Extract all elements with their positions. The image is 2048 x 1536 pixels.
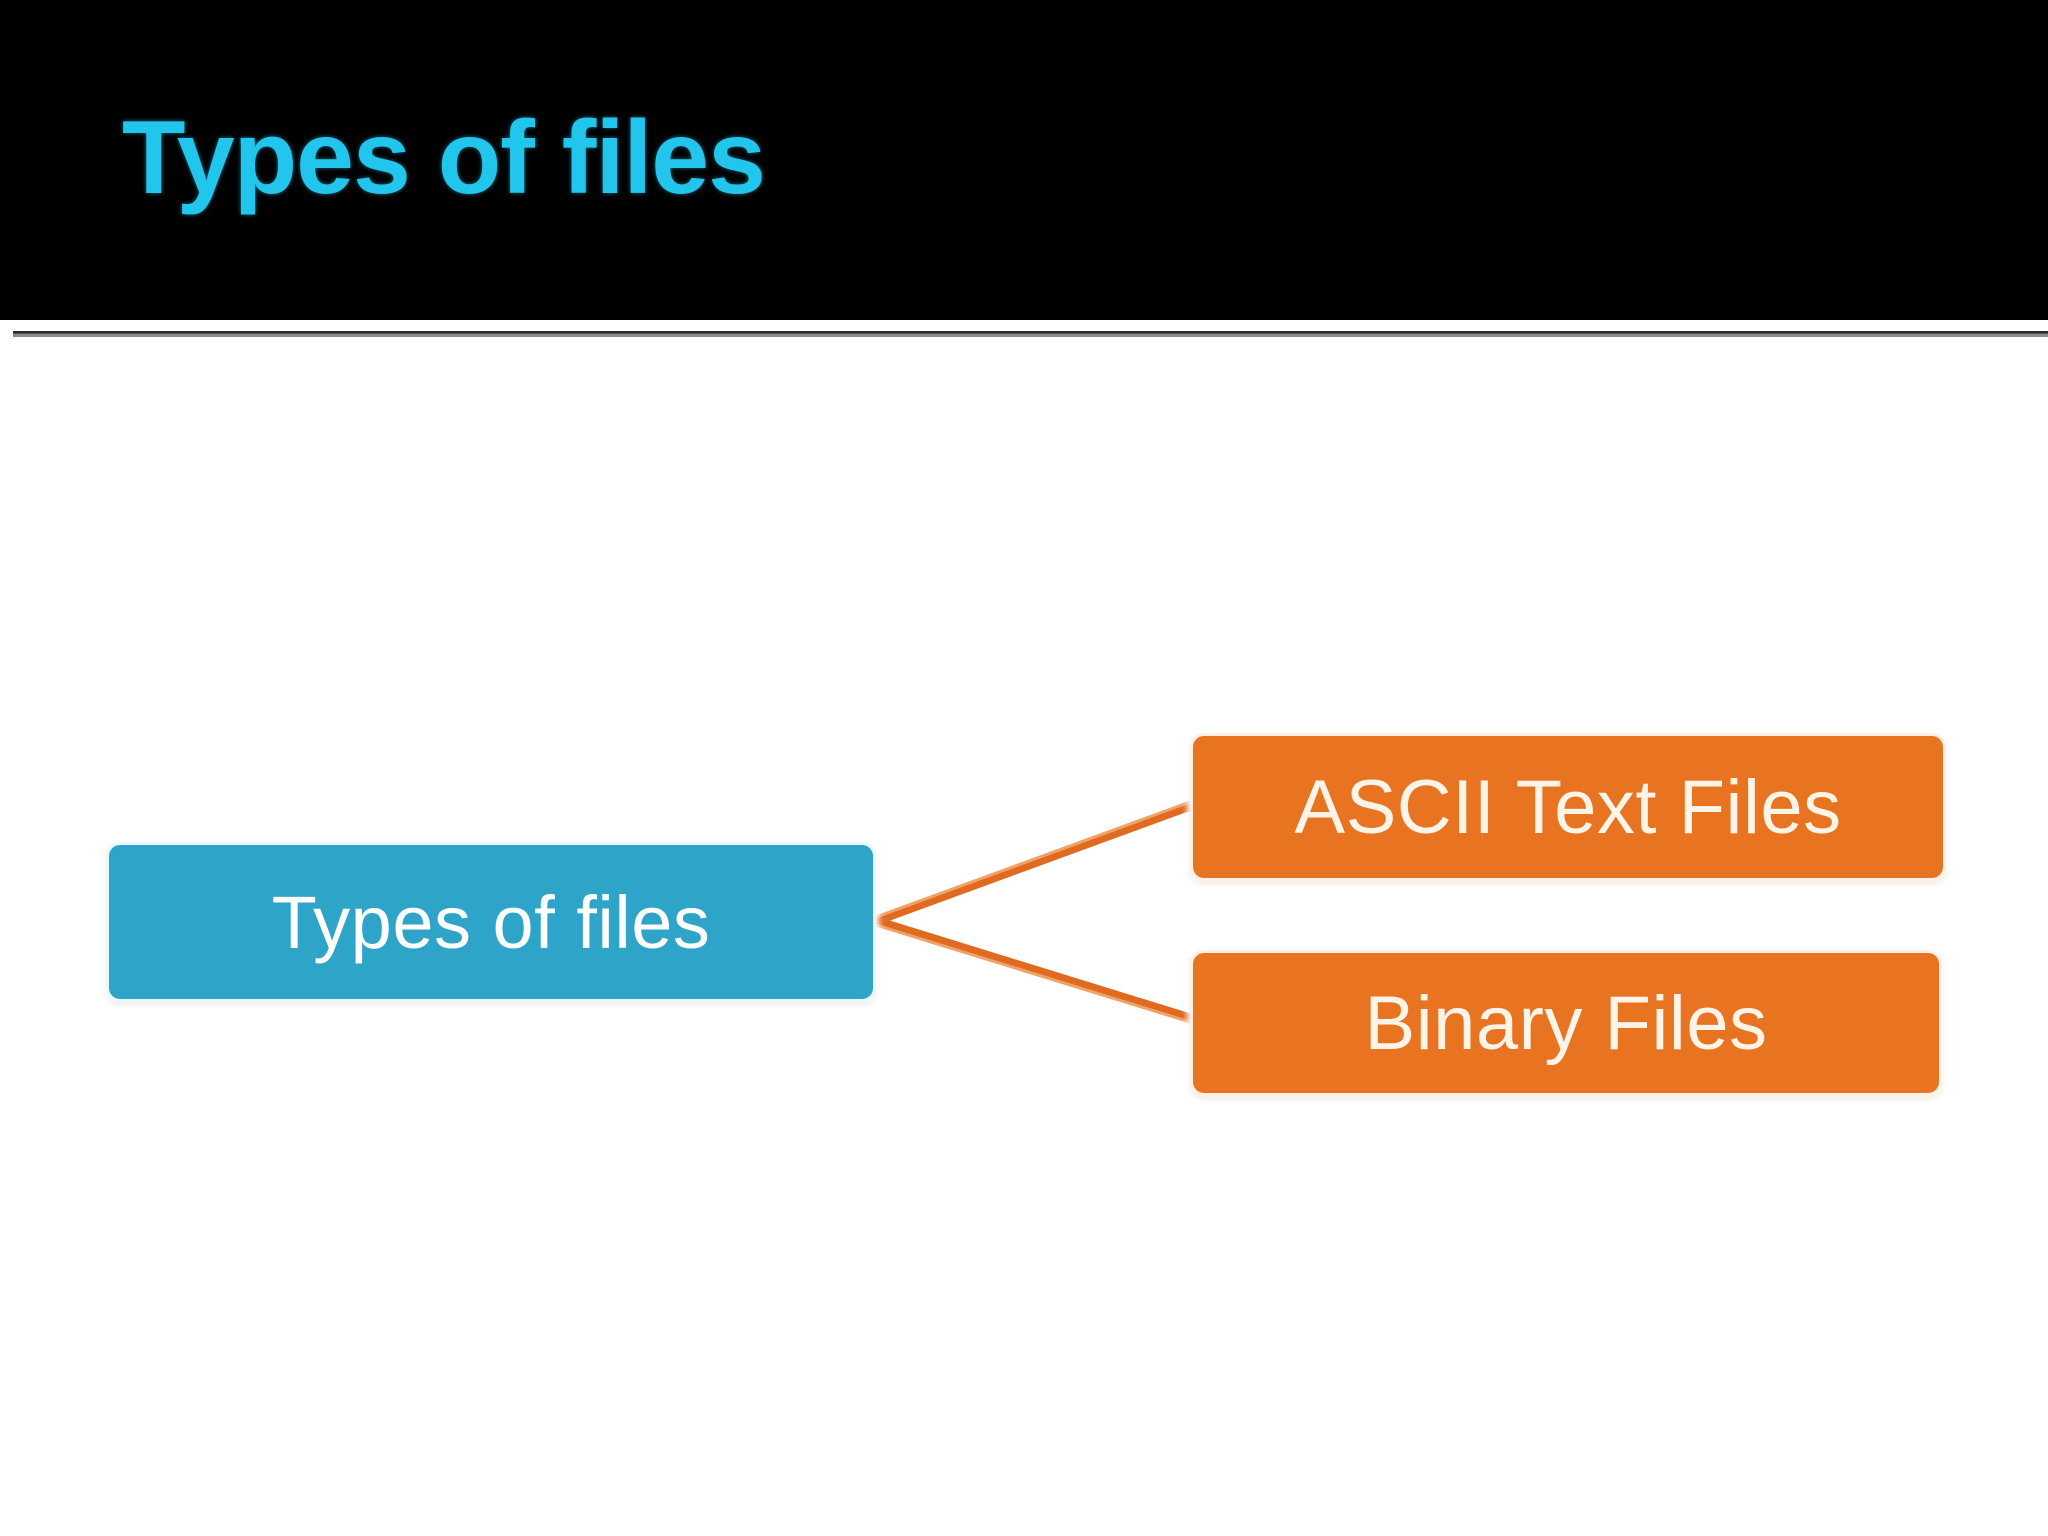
diagram-node-ascii-text-files-label: ASCII Text Files xyxy=(1294,764,1842,850)
diagram-node-ascii-text-files[interactable]: ASCII Text Files xyxy=(1190,733,1946,881)
diagram-node-root-label: Types of files xyxy=(271,880,711,964)
connector-line-binary xyxy=(874,916,1192,1023)
diagram-node-root[interactable]: Types of files xyxy=(106,842,876,1002)
diagram-node-binary-files-label: Binary Files xyxy=(1364,980,1768,1066)
header-divider xyxy=(13,331,2048,337)
diagram-node-binary-files[interactable]: Binary Files xyxy=(1190,950,1942,1096)
page-title: Types of files xyxy=(122,100,766,216)
connector-line-ascii xyxy=(874,801,1192,926)
title-band xyxy=(0,0,2048,320)
